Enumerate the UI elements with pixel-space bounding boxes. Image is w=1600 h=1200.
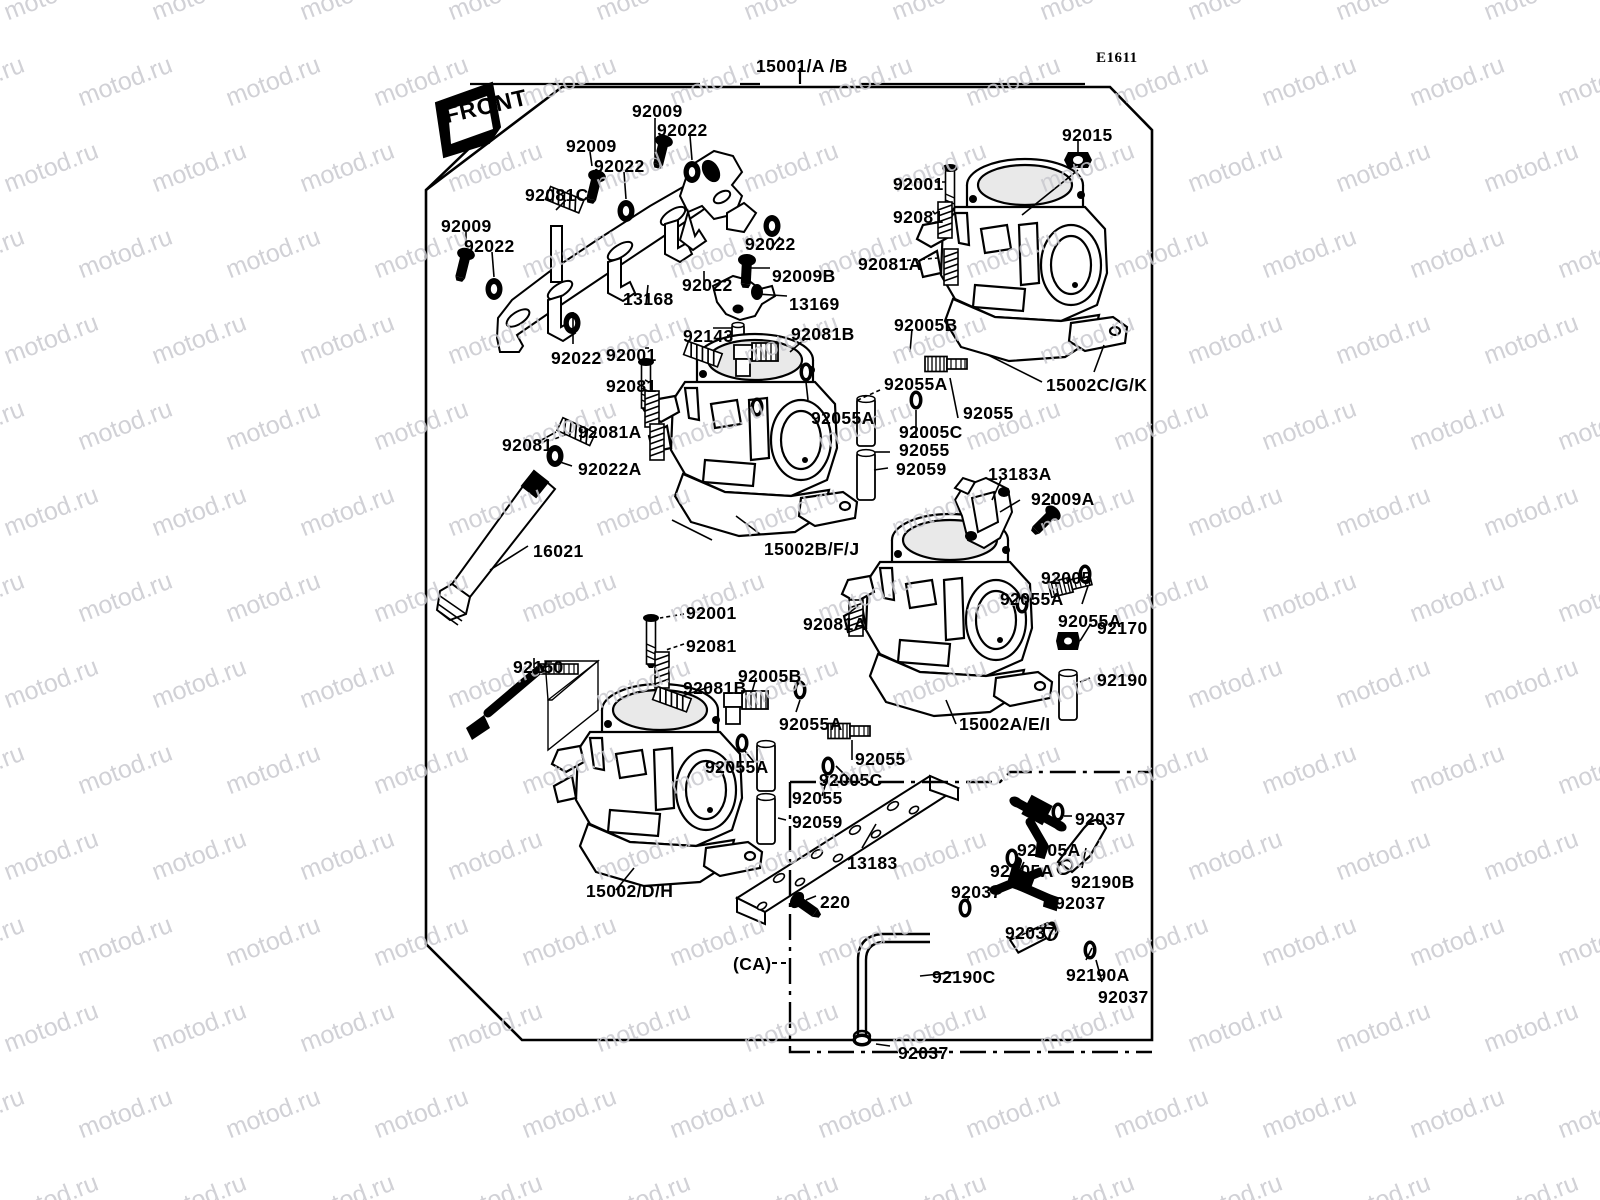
part-callout-92001: 92001	[893, 174, 944, 194]
fuel-rail-13183	[734, 774, 961, 926]
part-callout-92005b: 92005B	[738, 666, 802, 686]
part-callout-92009b: 92009B	[772, 266, 836, 286]
part-callout-92059: 92059	[896, 459, 947, 479]
carb-middle-left-fittings	[435, 340, 968, 626]
part-callout-15002a/e/i: 15002A/E/I	[959, 714, 1051, 734]
part-callout-92055a: 92055A	[1000, 589, 1064, 609]
carburetor-upper-right	[915, 157, 1129, 363]
part-callout-92081: 92081	[686, 636, 737, 656]
part-callout-92055a: 92055A	[884, 374, 948, 394]
carburetor-lower-left	[550, 682, 764, 888]
part-callout-13183a: 13183A	[988, 464, 1052, 484]
part-callout-92009: 92009	[566, 136, 617, 156]
part-callout-92022: 92022	[464, 236, 515, 256]
carb-middle-right-fittings	[848, 476, 1094, 721]
sheet-code: E1611	[1096, 50, 1138, 66]
part-callout-92022: 92022	[745, 234, 796, 254]
part-callout-92055: 92055	[899, 440, 950, 460]
part-callout-92055: 92055	[963, 403, 1014, 423]
leader-lines	[465, 118, 1105, 1047]
throttle-linkage-13168	[495, 174, 724, 353]
part-callout-92001: 92001	[606, 345, 657, 365]
carb-upper-right-fittings	[937, 152, 1092, 286]
part-callout-92190b: 92190B	[1071, 872, 1135, 892]
part-callout-92005b: 92005B	[894, 315, 958, 335]
part-callout-92037: 92037	[1098, 987, 1149, 1007]
part-callout-92170: 92170	[1097, 618, 1148, 638]
assembly-leader	[470, 68, 1085, 86]
part-callout-92081c: 92081C	[525, 185, 589, 205]
part-callout-92001: 92001	[686, 603, 737, 623]
part-callout-92022: 92022	[594, 156, 645, 176]
part-callout-92190: 92190	[1097, 670, 1148, 690]
part-callout-92081: 92081	[606, 376, 657, 396]
clamp-13169	[711, 274, 777, 322]
part-callout-92143: 92143	[683, 326, 734, 346]
carburetor-middle-left	[645, 332, 859, 538]
part-callout-92037: 92037	[1055, 893, 1106, 913]
part-callout-92190c: 92190C	[932, 967, 996, 987]
ca-region-label: (CA)	[733, 954, 772, 974]
part-callout-92059: 92059	[792, 812, 843, 832]
part-callout-15002c/g/k: 15002C/G/K	[1046, 375, 1148, 395]
part-callout-92005: 92005	[1041, 568, 1092, 588]
part-callout-92022: 92022	[551, 348, 602, 368]
carb-lower-left-fittings	[466, 613, 871, 845]
part-callout-92081a: 92081A	[803, 614, 867, 634]
part-callout-15002b/f/j: 15002B/F/J	[764, 539, 860, 559]
elbow-fitting	[733, 342, 779, 377]
part-callout-92081: 92081	[893, 207, 944, 227]
part-callout-92055a: 92055A	[1058, 611, 1122, 631]
part-callout-13169: 13169	[789, 294, 840, 314]
hose-92190B	[1056, 818, 1108, 875]
part-callout-92005a: 92005A	[990, 861, 1054, 881]
part-callout-15002/d/h: 15002/D/H	[586, 881, 674, 901]
part-callout-92150: 92150	[513, 657, 564, 677]
part-callout-92190a: 92190A	[1066, 965, 1130, 985]
part-callout-92037: 92037	[951, 882, 1002, 902]
part-callout-92055a: 92055A	[779, 714, 843, 734]
part-callout-92081b: 92081B	[683, 678, 747, 698]
ca-region-box	[788, 770, 1152, 1054]
carburetor-middle-right	[840, 512, 1054, 718]
part-callout-92081: 92081	[502, 435, 553, 455]
part-callout-92081b: 92081B	[791, 324, 855, 344]
part-callout-92005c: 92005C	[819, 770, 883, 790]
part-callout-92015: 92015	[1062, 125, 1113, 145]
bracket-13183A	[953, 476, 1014, 550]
part-callout-92055: 92055	[792, 788, 843, 808]
part-callout-92037: 92037	[898, 1043, 949, 1063]
part-callout-92055a: 92055A	[811, 408, 875, 428]
clip-92170	[1056, 632, 1080, 650]
grommet-92037-bottom	[852, 1033, 872, 1047]
part-callout-13183: 13183	[847, 853, 898, 873]
part-callout-92055: 92055	[855, 749, 906, 769]
part-callout-92037: 92037	[1075, 809, 1126, 829]
part-callout-92009a: 92009A	[1031, 489, 1095, 509]
t-fitting-upper	[1009, 794, 1067, 860]
part-callout-92005a: 92005A	[1017, 840, 1081, 860]
part-callout-220: 220	[820, 892, 851, 912]
assembly-code: 15001/A /B	[756, 56, 848, 76]
part-callout-16021: 16021	[533, 541, 584, 561]
screw-220	[789, 891, 822, 918]
part-callout-92022: 92022	[657, 120, 708, 140]
part-callout-92022a: 92022A	[578, 459, 642, 479]
diagram-border	[424, 85, 1154, 1042]
part-callout-13168: 13168	[623, 289, 674, 309]
part-callout-92009: 92009	[441, 216, 492, 236]
part-callout-92009: 92009	[632, 101, 683, 121]
part-callout-92081a: 92081A	[578, 422, 642, 442]
part-callout-92055a: 92055A	[705, 757, 769, 777]
part-callout-92022: 92022	[682, 275, 733, 295]
hose-92190C	[852, 932, 930, 1043]
choke-cable-16021	[435, 469, 557, 626]
part-callout-92005c: 92005C	[899, 422, 963, 442]
front-arrow-icon	[434, 81, 502, 159]
part-callout-92081a: 92081A	[858, 254, 922, 274]
part-callout-92037: 92037	[1005, 923, 1056, 943]
bolt-92150	[466, 659, 600, 752]
